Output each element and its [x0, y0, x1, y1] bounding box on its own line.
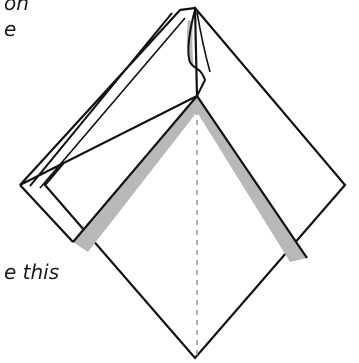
- caption-bottom: e this: [4, 260, 59, 284]
- caption-top-line-2: e: [4, 17, 16, 41]
- caption-top-line-1: on: [4, 0, 29, 15]
